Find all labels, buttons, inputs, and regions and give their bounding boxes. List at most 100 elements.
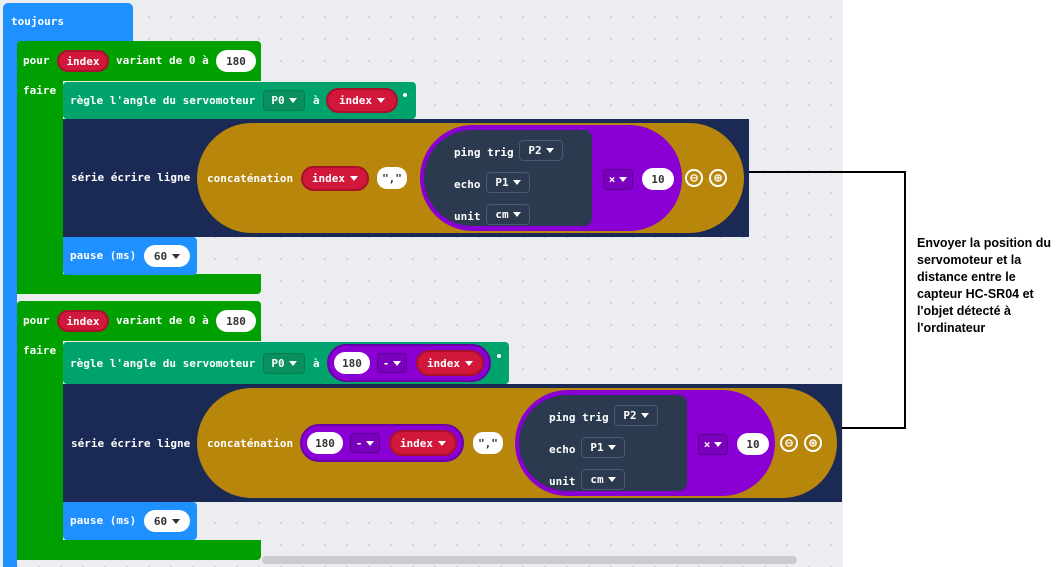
ping-trig-label: ping trig [549, 411, 609, 424]
variable-label: index [338, 94, 373, 107]
concat-block-1[interactable]: concaténation index "," ping trig P2 ech… [197, 123, 744, 233]
operator-label: - [355, 436, 363, 450]
unit-dropdown[interactable]: cm [581, 469, 625, 490]
multiply-block-1[interactable]: ping trig P2 echo P1 unit cm × 10 [420, 125, 682, 231]
servo-block-1[interactable]: règle l'angle du servomoteur P0 à index [63, 82, 416, 119]
subtract-block-1[interactable]: 180 - index [327, 344, 491, 382]
pause-value: 60 [153, 249, 168, 263]
forever-label: toujours [11, 15, 64, 28]
chevron-down-icon [465, 360, 474, 366]
unit-label: unit [454, 210, 481, 223]
serial-block-2[interactable]: série écrire ligne concaténation 180 - i… [63, 384, 842, 502]
forever-arm [3, 40, 17, 567]
variable-label: index [426, 356, 461, 370]
echo-pin-dropdown[interactable]: P1 [486, 172, 530, 193]
loop-variable-label: index [66, 314, 100, 328]
pause-label: pause (ms) [70, 249, 137, 262]
servo-pin-dropdown[interactable]: P0 [263, 353, 305, 374]
loop-max-input[interactable]: 180 [216, 310, 256, 332]
pause-block-1[interactable]: pause (ms) 60 [63, 237, 197, 275]
ping-block-2[interactable]: ping trig P2 echo P1 unit cm [517, 393, 689, 493]
for-loop-2-footer [17, 540, 261, 560]
concat-block-2[interactable]: concaténation 180 - index "," ping trig … [197, 388, 837, 498]
factor-input[interactable]: 10 [737, 433, 769, 455]
servo-block-2[interactable]: règle l'angle du servomoteur P0 à 180 - … [63, 342, 509, 384]
do-arm-1: faire [17, 80, 63, 294]
chevron-down-icon [619, 177, 628, 182]
servo-pin-label: P0 [271, 94, 285, 107]
chevron-down-icon [172, 518, 181, 524]
chevron-down-icon [438, 440, 447, 446]
operator-dropdown[interactable]: × [603, 169, 633, 190]
plus-icon[interactable]: ⊕ [804, 434, 822, 452]
pause-value-dropdown[interactable]: 60 [144, 245, 190, 267]
subtract-block-2[interactable]: 180 - index [300, 424, 464, 462]
unit-dropdown[interactable]: cm [486, 204, 530, 225]
for-label: pour [23, 314, 50, 327]
chevron-down-icon [512, 180, 521, 185]
separator-string[interactable]: "," [377, 167, 407, 189]
echo-pin-label: P1 [590, 441, 604, 454]
chevron-down-icon [545, 148, 554, 153]
chevron-down-icon [288, 98, 297, 103]
operator-label: × [703, 438, 711, 451]
multiply-block-2[interactable]: ping trig P2 echo P1 unit cm × 10 [515, 390, 775, 496]
servo-value-variable[interactable]: index [326, 88, 398, 113]
do-label: faire [23, 344, 57, 357]
do-arm-2: faire [17, 340, 63, 560]
serial-block-1[interactable]: série écrire ligne concaténation index "… [63, 119, 749, 237]
operator-label: - [382, 356, 390, 370]
separator-string[interactable]: "," [473, 432, 503, 454]
pause-block-2[interactable]: pause (ms) 60 [63, 502, 197, 540]
servo-label: règle l'angle du servomoteur [70, 357, 256, 370]
plus-icon[interactable]: ⊕ [709, 169, 727, 187]
serial-label: série écrire ligne [71, 171, 191, 184]
subtract-operator-dropdown[interactable]: - [350, 433, 380, 453]
chevron-down-icon [350, 176, 359, 181]
subtract-variable[interactable]: index [389, 430, 457, 456]
chevron-down-icon [714, 442, 723, 447]
loop-variable[interactable]: index [57, 310, 109, 332]
chevron-down-icon [288, 361, 297, 366]
subtract-variable[interactable]: index [416, 350, 484, 376]
chevron-down-icon [172, 253, 181, 259]
ping-block-1[interactable]: ping trig P2 echo P1 unit cm [422, 128, 594, 228]
subtract-left-input[interactable]: 180 [334, 352, 370, 374]
subtract-operator-dropdown[interactable]: - [377, 353, 407, 373]
minus-icon[interactable]: ⊖ [780, 434, 798, 452]
range-label: variant de 0 à [116, 54, 209, 67]
concat-label: concaténation [207, 172, 294, 185]
subtract-left-input[interactable]: 180 [307, 432, 343, 454]
to-label: à [313, 357, 320, 370]
trig-pin-dropdown[interactable]: P2 [614, 405, 658, 426]
for-loop-1[interactable]: pour index variant de 0 à 180 [17, 41, 261, 81]
chevron-down-icon [393, 360, 402, 366]
for-loop-2[interactable]: pour index variant de 0 à 180 [17, 301, 261, 341]
chevron-down-icon [377, 98, 386, 103]
concat-item-variable[interactable]: index [301, 166, 369, 191]
horizontal-scrollbar[interactable] [262, 556, 797, 564]
pause-value: 60 [153, 514, 168, 528]
echo-pin-label: P1 [495, 176, 509, 189]
variable-label: index [311, 172, 346, 185]
minus-icon[interactable]: ⊖ [685, 169, 703, 187]
loop-variable-label: index [66, 54, 100, 68]
factor-input[interactable]: 10 [642, 168, 674, 190]
for-label: pour [23, 54, 50, 67]
unit-label: unit [549, 475, 576, 488]
forever-block[interactable]: toujours [3, 3, 133, 45]
ping-trig-label: ping trig [454, 146, 514, 159]
loop-variable[interactable]: index [57, 50, 109, 72]
variable-label: index [399, 436, 434, 450]
annotation-bracket [749, 171, 906, 429]
servo-pin-dropdown[interactable]: P0 [263, 90, 305, 111]
dot-icon [403, 93, 407, 97]
chevron-down-icon [607, 445, 616, 450]
pause-value-dropdown[interactable]: 60 [144, 510, 190, 532]
echo-pin-dropdown[interactable]: P1 [581, 437, 625, 458]
servo-label: règle l'angle du servomoteur [70, 94, 256, 107]
operator-dropdown[interactable]: × [698, 434, 728, 455]
serial-label: série écrire ligne [71, 437, 191, 450]
trig-pin-dropdown[interactable]: P2 [519, 140, 563, 161]
loop-max-input[interactable]: 180 [216, 50, 256, 72]
